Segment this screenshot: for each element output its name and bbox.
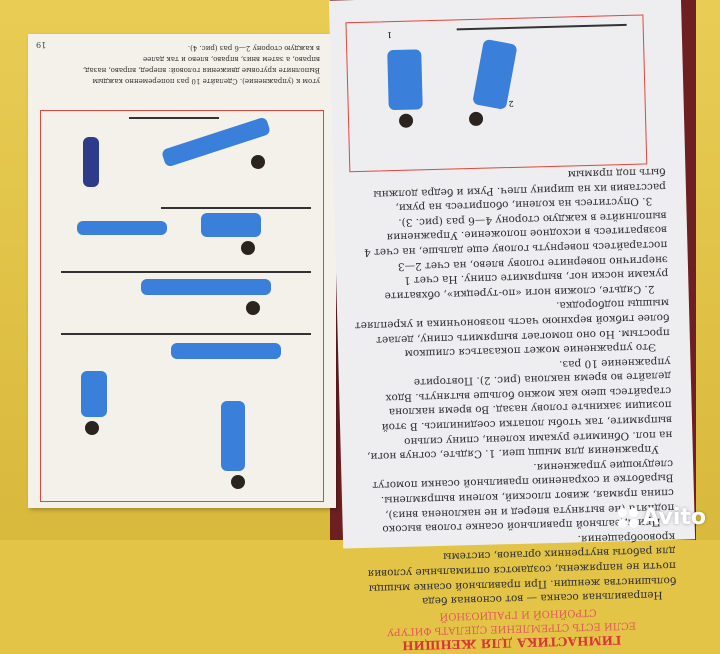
exercise-figure bbox=[221, 401, 245, 471]
figure-head bbox=[468, 111, 484, 127]
text-line: Выполните круговые движения головой: впе… bbox=[82, 66, 320, 74]
avito-watermark: Avito bbox=[618, 505, 706, 530]
figure-head bbox=[231, 475, 245, 489]
floor-line bbox=[61, 271, 311, 273]
paragraph: 3. Опуститесь на колени, обопритесь на р… bbox=[373, 165, 667, 214]
right-page: 1 2 ГИМНАСТИКА ДЛЯ ЖЕНЩИН ЕСЛИ ЕСТЬ СТРЕ… bbox=[328, 0, 696, 653]
floor-line bbox=[456, 23, 627, 30]
exercise-figure-1 bbox=[387, 49, 423, 111]
exercise-figure bbox=[81, 371, 107, 417]
text-line: в каждую сторону 2—6 раз (рис. 4). bbox=[187, 44, 320, 52]
right-page-text: ГИМНАСТИКА ДЛЯ ЖЕНЩИН ЕСЛИ ЕСТЬ СТРЕМЛЕН… bbox=[347, 164, 677, 654]
exercise-figure bbox=[201, 213, 261, 237]
figure-label: 1 bbox=[386, 30, 393, 40]
paragraph: Неправильная осанка — вот основная беда … bbox=[367, 530, 677, 608]
floor-line bbox=[61, 333, 311, 335]
exercise-figure bbox=[77, 221, 167, 235]
text-line: вправо, а затем вниз, вправо, влево и та… bbox=[142, 55, 320, 63]
watermark-text: Avito bbox=[642, 505, 706, 530]
illustration-frame bbox=[40, 110, 324, 502]
exercise-figure bbox=[171, 343, 281, 359]
exercise-figure bbox=[141, 279, 271, 295]
paragraph: Упражнения для мышц шеи. 1. Сядьте, согн… bbox=[366, 355, 673, 463]
left-page-text: угом к (упражнение). Сделайте 10 раз поп… bbox=[40, 42, 320, 86]
figure-head bbox=[246, 301, 260, 315]
paragraph: 2. Сядьте, сложив ноги «по-турецки», обх… bbox=[363, 209, 669, 302]
figure-label: 2 bbox=[508, 98, 514, 109]
figure-head bbox=[251, 155, 265, 169]
figure-head bbox=[241, 241, 255, 255]
text-line: угом к (упражнение). Сделайте 10 раз поп… bbox=[92, 77, 321, 85]
illustration-frame: 1 2 bbox=[345, 14, 648, 173]
chair-figure bbox=[83, 137, 99, 187]
floor-line bbox=[129, 117, 219, 119]
figure-head bbox=[398, 113, 414, 128]
floor-line bbox=[161, 207, 311, 209]
avito-logo-icon bbox=[618, 507, 639, 528]
figure-head bbox=[85, 421, 99, 435]
left-page: 19 угом к (упражнение). Сделайте 10 раз … bbox=[28, 34, 336, 508]
paragraph: Это упражнение может показаться слишком … bbox=[354, 296, 670, 360]
